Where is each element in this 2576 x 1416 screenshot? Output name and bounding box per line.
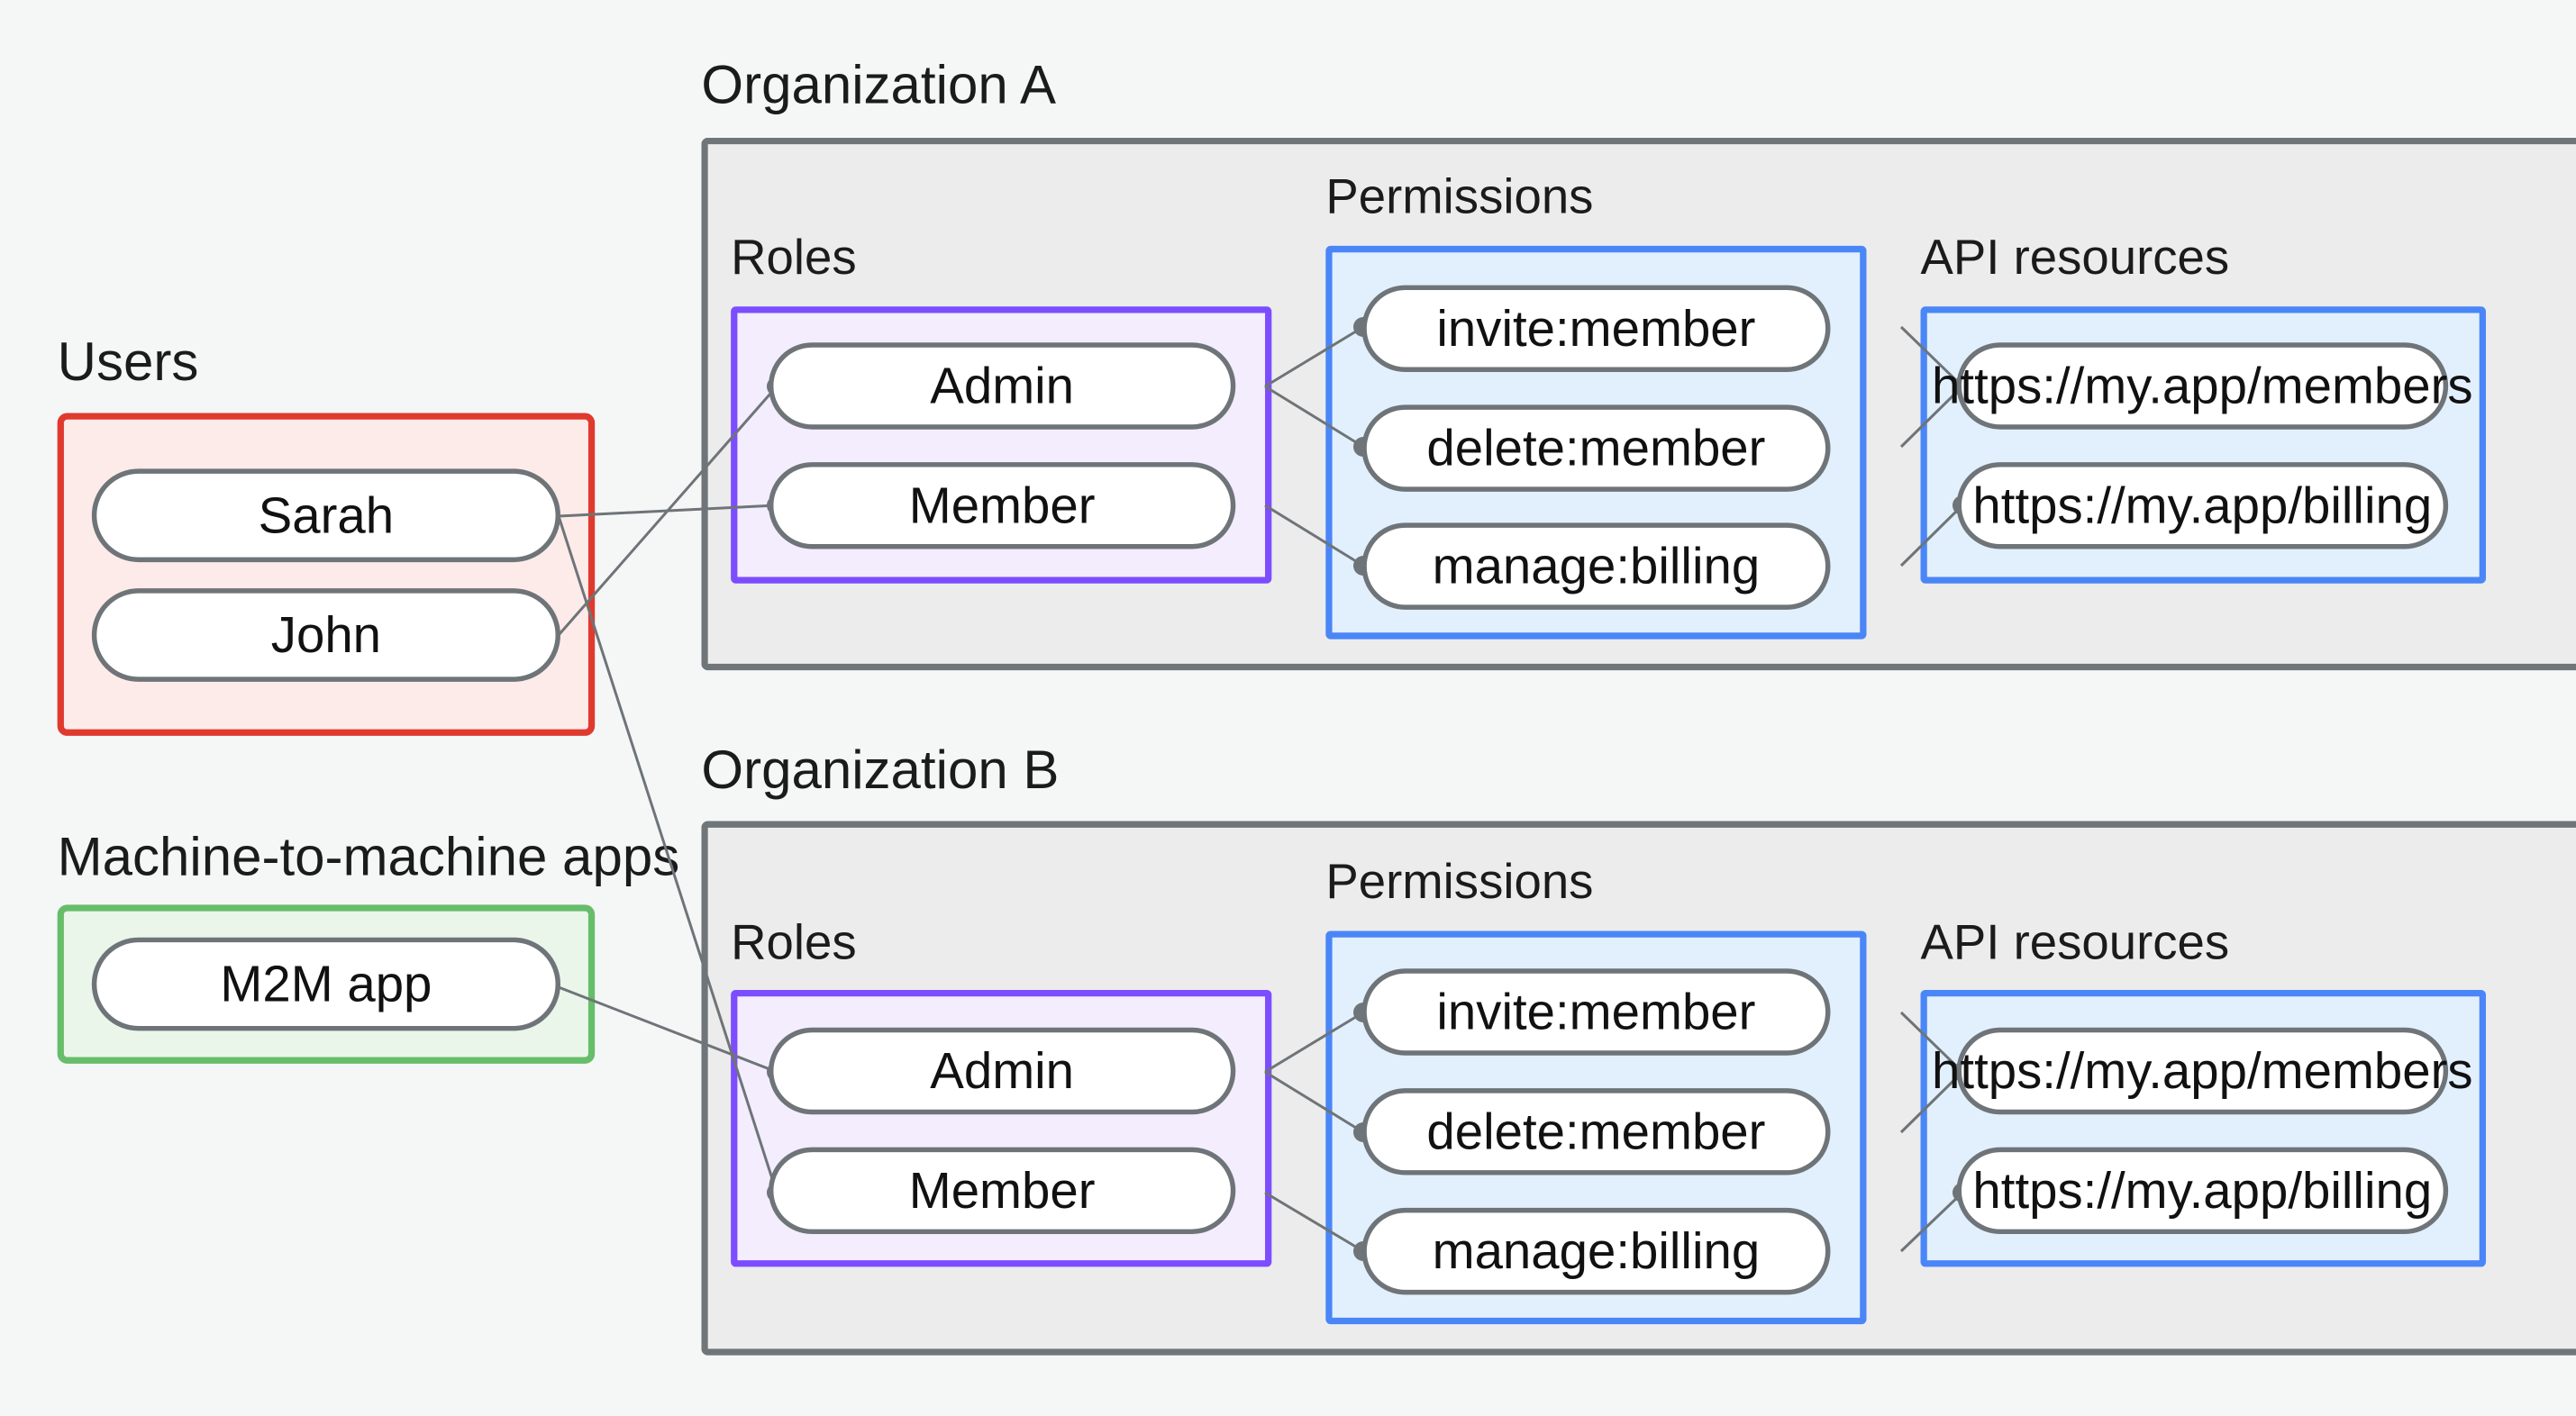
- m2m-node-app[interactable]: M2M app: [91, 937, 560, 1031]
- orgB-role-member[interactable]: Member: [768, 1147, 1236, 1235]
- user-node-sarah[interactable]: Sarah: [91, 468, 560, 563]
- orgB-permission-invite-member[interactable]: invite:member: [1361, 968, 1831, 1056]
- m2m-group-label: Machine-to-machine apps: [57, 825, 680, 887]
- orgB-permission-manage-billing[interactable]: manage:billing: [1361, 1207, 1831, 1295]
- organization-b-label: Organization B: [701, 739, 1060, 800]
- orgA-role-admin[interactable]: Admin: [768, 342, 1236, 430]
- users-group-box: [57, 413, 596, 736]
- orgB-role-admin[interactable]: Admin: [768, 1027, 1236, 1115]
- orgA-permission-manage-billing[interactable]: manage:billing: [1361, 522, 1831, 610]
- users-group-label: Users: [57, 331, 199, 392]
- orgB-api-resource-billing[interactable]: https://my.app/billing: [1956, 1147, 2449, 1235]
- orgA-api-resource-members[interactable]: https://my.app/members: [1932, 342, 2473, 430]
- orgA-api-resources-label: API resources: [1920, 231, 2230, 286]
- orgB-roles-label: Roles: [731, 916, 857, 971]
- orgB-permissions-label: Permissions: [1325, 855, 1594, 910]
- orgA-permission-invite-member[interactable]: invite:member: [1361, 285, 1831, 373]
- orgA-roles-label: Roles: [731, 231, 857, 286]
- orgB-api-resource-members[interactable]: https://my.app/members: [1932, 1027, 2473, 1115]
- user-node-john[interactable]: John: [91, 588, 560, 682]
- orgA-api-resource-billing[interactable]: https://my.app/billing: [1956, 462, 2449, 549]
- orgA-permission-delete-member[interactable]: delete:member: [1361, 404, 1831, 492]
- organization-a-label: Organization A: [701, 54, 1057, 115]
- orgA-role-member[interactable]: Member: [768, 462, 1236, 549]
- orgB-api-resources-label: API resources: [1920, 916, 2230, 971]
- orgA-permissions-label: Permissions: [1325, 170, 1594, 225]
- orgB-permission-delete-member[interactable]: delete:member: [1361, 1088, 1831, 1175]
